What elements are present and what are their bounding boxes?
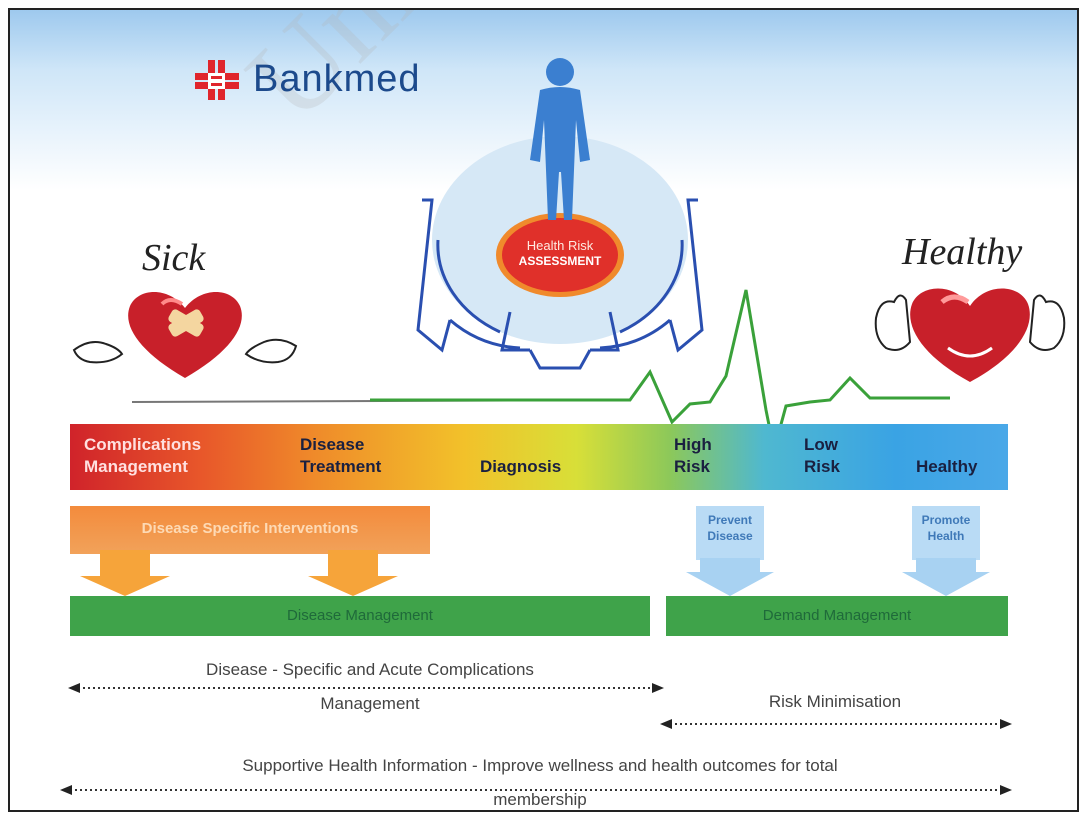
ecg-line-graphic bbox=[131, 289, 950, 451]
disease-management-bar: Disease Management bbox=[70, 596, 650, 636]
sick-heart-icon bbox=[72, 292, 298, 378]
supportive-info-label-2: membership bbox=[493, 790, 587, 809]
demand-management-bar: Demand Management bbox=[666, 596, 1008, 636]
disease-specific-label: Disease Specific Interventions bbox=[141, 520, 359, 537]
healthy-label: Healthy bbox=[902, 231, 1023, 273]
ecg-trace bbox=[370, 289, 950, 451]
hra-disc bbox=[502, 218, 618, 292]
bankmed-logo: Bankmed bbox=[195, 58, 421, 101]
diagram-slide: University Bankmed Health Ri bbox=[8, 8, 1079, 812]
supportive-info-label: Supportive Health Information - Improve … bbox=[242, 756, 838, 775]
person-icon bbox=[530, 58, 590, 220]
disease-range-label-2: Management bbox=[320, 694, 420, 713]
stage-healthy: Healthy bbox=[916, 457, 978, 476]
hra-label-2: ASSESSMENT bbox=[519, 254, 602, 268]
disease-specific-interventions-bar: Disease Specific Interventions bbox=[70, 506, 430, 554]
stage-diagnosis: Diagnosis bbox=[480, 457, 562, 476]
hra-label-1: Health Risk bbox=[527, 238, 594, 253]
healthy-heart-icon bbox=[874, 288, 1066, 382]
health-risk-assessment-graphic: Health Risk ASSESSMENT bbox=[416, 58, 704, 370]
down-arrows-icon bbox=[80, 550, 398, 596]
range-arrows-graphic bbox=[60, 683, 1012, 795]
gear-outline-icon bbox=[416, 198, 704, 370]
risk-minimisation-label: Risk Minimisation bbox=[768, 692, 902, 711]
blue-down-arrows-icon bbox=[686, 558, 990, 596]
sick-label: Sick bbox=[142, 237, 206, 279]
disease-range-label: Disease - Specific and Acute Complicatio… bbox=[206, 660, 534, 679]
bankmed-cross-icon bbox=[195, 59, 239, 100]
logo-text: Bankmed bbox=[253, 58, 421, 100]
